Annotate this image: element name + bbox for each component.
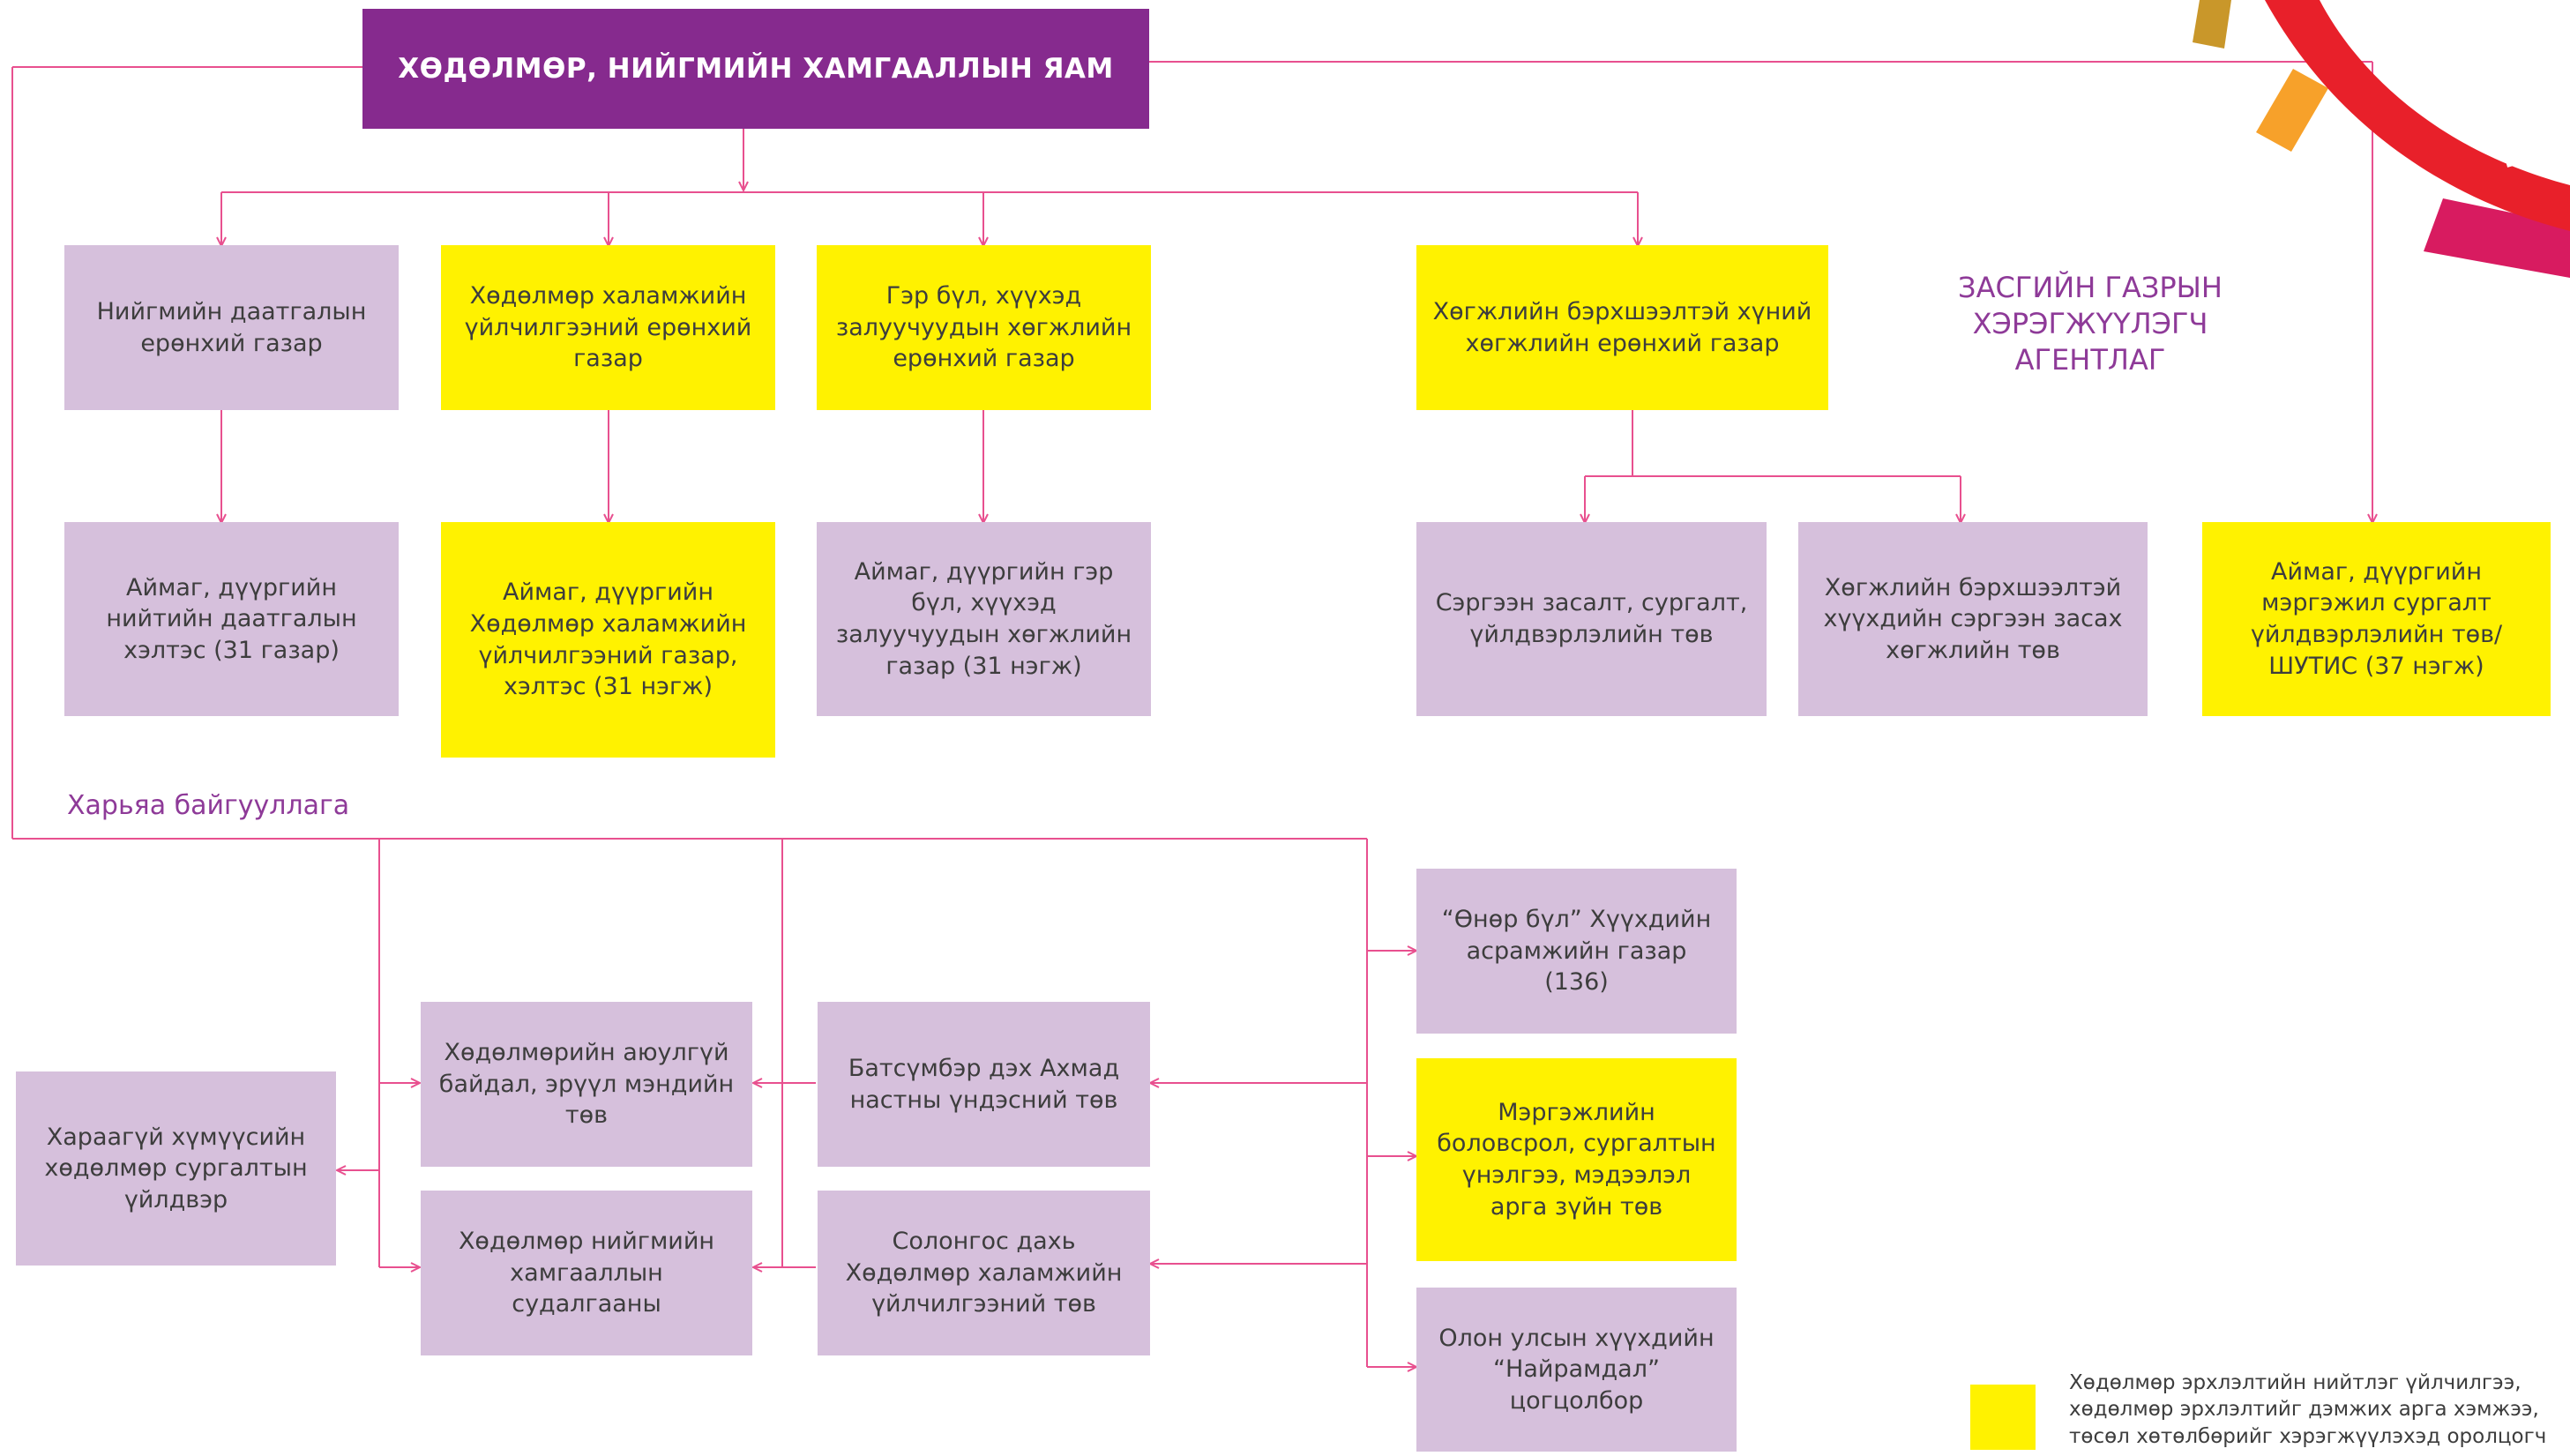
agency-label: Гэр бүл, хүүхэд залуучуудын хөгжлийн ерө… (835, 282, 1132, 373)
agency-label: Нийгмийн даатгалын ерөнхий газар (96, 297, 367, 357)
agency-box-social-insurance: Нийгмийн даатгалын ерөнхий газар (64, 245, 399, 410)
legend-yellow-swatch (1970, 1385, 2036, 1450)
subordinate-label: Хөдөлмөр нийгмийн хамгааллын судалгааны (458, 1228, 715, 1318)
subordinate-label: Батсүмбэр дэх Ахмад настны үндэсний төв (848, 1054, 1120, 1114)
local-unit-labour-welfare: Аймаг, дүүргийн Хөдөлмөр халамжийн үйлчи… (441, 522, 775, 758)
nairamdal-children-complex: Олон улсын хүүхдийн “Найрамдал” цогцолбо… (1416, 1288, 1737, 1452)
onor-bul-childcare: “Өнөр бүл” Хүүхдийн асрамжийн газар (136… (1416, 869, 1737, 1034)
local-unit-label: Сэргээн засалт, сургалт, үйлдвэрлэлийн т… (1435, 589, 1748, 648)
local-unit-label: Хөгжлийн бэрхшээлтэй хүүхдийн сэргээн за… (1823, 573, 2123, 664)
child-rehab-center: Хөгжлийн бэрхшээлтэй хүүхдийн сэргээн за… (1798, 522, 2148, 716)
local-unit-label: Аймаг, дүүргийн мэргэжил сургалт үйлдвэр… (2250, 557, 2503, 680)
subordinate-label: Хөдөлмөрийн аюулгүй байдал, эрүүл мэндий… (438, 1039, 735, 1130)
vocational-training-center: Аймаг, дүүргийн мэргэжил сургалт үйлдвэр… (2202, 522, 2551, 716)
agency-box-labour-welfare: Хөдөлмөр халамжийн үйлчилгээний ерөнхий … (441, 245, 775, 410)
agency-label: Хөгжлийн бэрхшээлтэй хүний хөгжлийн ерөн… (1432, 297, 1812, 357)
rehab-training-center: Сэргээн засалт, сургалт, үйлдвэрлэлийн т… (1416, 522, 1767, 716)
local-unit-social-insurance: Аймаг, дүүргийн нийтийн даатгалын хэлтэс… (64, 522, 399, 716)
local-unit-label: Аймаг, дүүргийн нийтийн даатгалын хэлтэс… (106, 573, 357, 664)
government-agency-label: ЗАСГИЙН ГАЗРЫН ХЭРЭГЖҮҮЛЭГЧ АГЕНТЛАГ (1958, 271, 2223, 377)
blind-training-factory: Хараагүй хүмүүсийн хөдөлмөр сургалтын үй… (16, 1071, 336, 1266)
subordinate-label: Мэргэжлийн боловсрол, сургалтын үнэлгээ,… (1437, 1098, 1716, 1221)
elderly-national-center: Батсүмбэр дэх Ахмад настны үндэсний төв (818, 1002, 1150, 1167)
local-unit-label: Аймаг, дүүргийн гэр бүл, хүүхэд залуучуу… (835, 557, 1132, 680)
subordinate-label: Олон улсын хүүхдийн “Найрамдал” цогцолбо… (1438, 1324, 1715, 1415)
ministry-title: ХӨДӨЛМӨР, НИЙГМИЙН ХАМГААЛЛЫН ЯАМ (398, 53, 1114, 85)
agency-box-family-youth: Гэр бүл, хүүхэд залуучуудын хөгжлийн ерө… (817, 245, 1151, 410)
local-unit-family-youth: Аймаг, дүүргийн гэр бүл, хүүхэд залуучуу… (817, 522, 1151, 716)
local-unit-label: Аймаг, дүүргийн Хөдөлмөр халамжийн үйлчи… (469, 579, 747, 701)
agency-label: Хөдөлмөр халамжийн үйлчилгээний ерөнхий … (464, 282, 752, 373)
social-protection-research: Хөдөлмөр нийгмийн хамгааллын судалгааны (421, 1191, 752, 1355)
subordinate-organizations-label: Харьяа байгууллага (67, 790, 350, 821)
ministry-box: ХӨДӨЛМӨР, НИЙГМИЙН ХАМГААЛЛЫН ЯАМ (362, 9, 1149, 129)
subordinate-label: Хараагүй хүмүүсийн хөдөлмөр сургалтын үй… (44, 1123, 308, 1213)
ornament-arc-graphic (2193, 0, 2570, 278)
occupational-safety-center: Хөдөлмөрийн аюулгүй байдал, эрүүл мэндий… (421, 1002, 752, 1167)
korea-labour-welfare-center: Солонгос дахь Хөдөлмөр халамжийн үйлчилг… (818, 1191, 1150, 1355)
vocational-assessment-center: Мэргэжлийн боловсрол, сургалтын үнэлгээ,… (1416, 1058, 1737, 1261)
subordinate-label: “Өнөр бүл” Хүүхдийн асрамжийн газар (136… (1441, 906, 1712, 997)
agency-box-disability: Хөгжлийн бэрхшээлтэй хүний хөгжлийн ерөн… (1416, 245, 1828, 410)
subordinate-label: Солонгос дахь Хөдөлмөр халамжийн үйлчилг… (845, 1228, 1123, 1318)
legend-text: Хөдөлмөр эрхлэлтийн нийтлэг үйлчилгээ, х… (2069, 1371, 2547, 1448)
